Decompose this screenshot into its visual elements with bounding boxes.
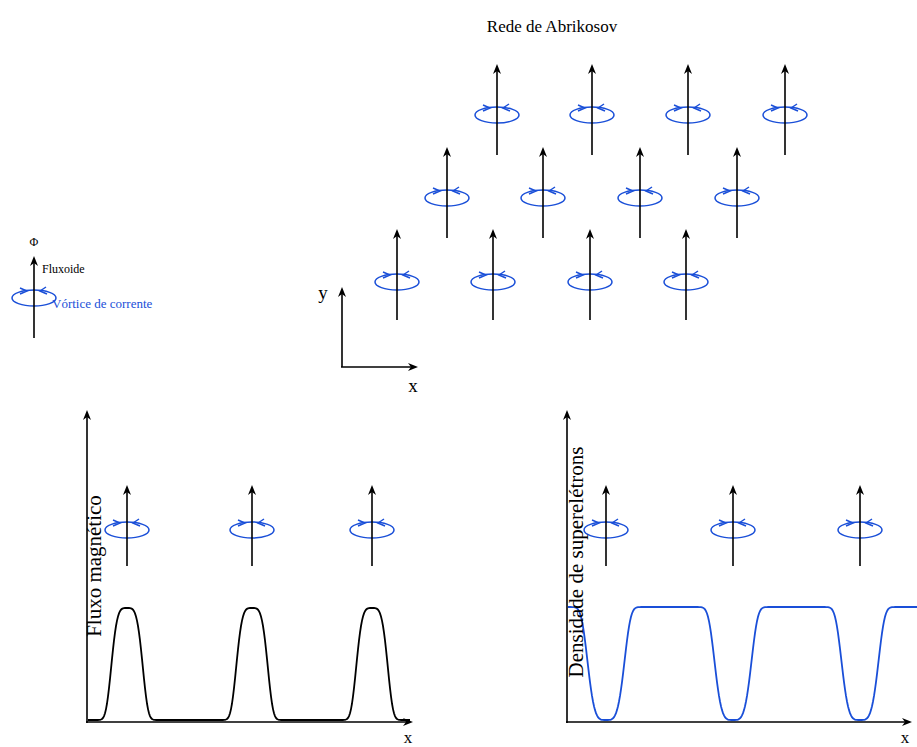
- fluxoid-arrow: [489, 229, 497, 320]
- fluxoid-arrow: [781, 64, 789, 155]
- fluxoid-arrow: [493, 64, 501, 155]
- axis-label: x: [901, 729, 910, 747]
- diagram-title: Rede de Abrikosov: [487, 18, 617, 37]
- flux-curve: [88, 608, 410, 720]
- fluxoid-arrow: [636, 147, 644, 238]
- fluxoid-arrow: [588, 64, 596, 155]
- fluxoid-arrow: [602, 485, 610, 566]
- legend-text: Fluxoide: [42, 263, 85, 276]
- axis-title: Densidade de superelétrons: [565, 447, 588, 678]
- legend-text: Vórtice de corrente: [52, 297, 152, 311]
- fluxoid-arrow: [586, 229, 594, 320]
- density-curve: [568, 607, 917, 720]
- axis-label: y: [318, 283, 328, 304]
- fluxoid-arrow: [123, 485, 131, 566]
- fluxoid-arrow: [684, 64, 692, 155]
- fluxoid-arrow: [856, 485, 864, 566]
- fluxoid-arrow: [729, 485, 737, 566]
- fluxoid-arrow: [733, 147, 741, 238]
- flux-symbol: Φ: [30, 236, 39, 249]
- fluxoid-arrow: [393, 229, 401, 320]
- fluxoid-arrow: [368, 485, 376, 566]
- axis-arrow: [341, 363, 418, 371]
- fluxoid-arrow: [539, 147, 547, 238]
- axis-title: Fluxo magnético: [83, 495, 106, 637]
- axis-label: x: [408, 376, 418, 397]
- axis-arrow: [338, 287, 346, 367]
- axis-arrow: [86, 718, 413, 726]
- axis-label: x: [404, 729, 413, 747]
- fluxoid-arrow: [248, 485, 256, 566]
- fluxoid-arrow: [30, 256, 38, 338]
- fluxoid-arrow: [443, 147, 451, 238]
- fluxoid-arrow: [682, 229, 690, 320]
